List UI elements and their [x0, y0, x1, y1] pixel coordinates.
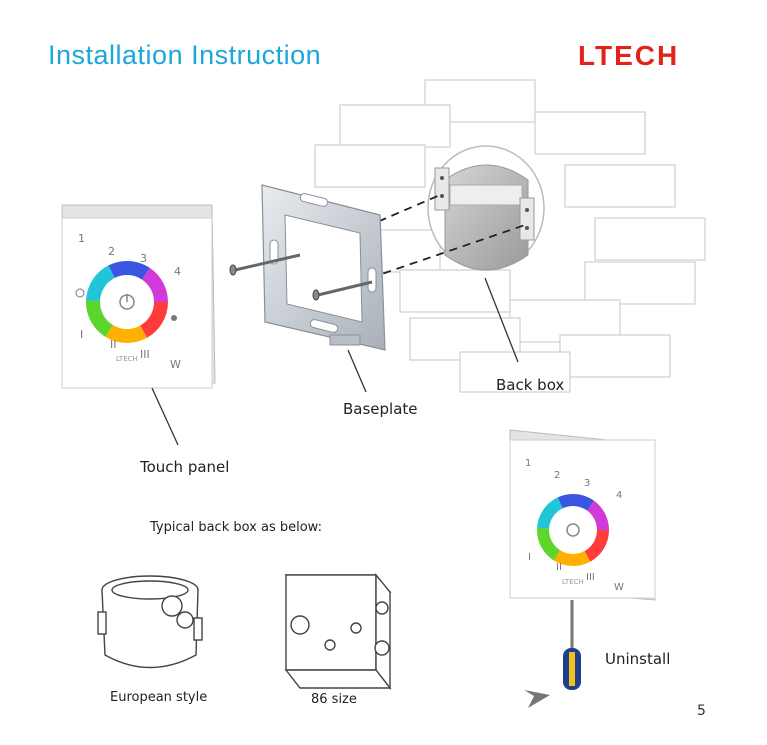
panel-zone-2: 2 [108, 245, 115, 258]
panel-brand: LTECH [116, 355, 138, 363]
86-size-caption: 86 size [311, 692, 357, 707]
european-back-box-illustration [98, 576, 202, 668]
back-box-label: Back box [496, 376, 564, 394]
panel2-numeral-2: II [556, 562, 562, 573]
panel2-numeral-w: W [614, 582, 624, 593]
touch-panel-uninstall [510, 430, 655, 600]
typical-back-box-note: Typical back box as below: [150, 520, 322, 535]
uninstall-label: Uninstall [605, 650, 670, 668]
baseplate-label: Baseplate [343, 400, 418, 418]
panel-numeral-1: I [80, 328, 83, 341]
panel2-numeral-3: III [586, 572, 595, 583]
touch-panel-label: Touch panel [140, 458, 229, 476]
panel2-brand: LTECH [562, 578, 584, 586]
page-number: 5 [697, 703, 706, 719]
baseplate [262, 185, 385, 350]
panel-zone-1: 1 [78, 232, 85, 245]
panel-numeral-3: III [140, 348, 150, 361]
back-box [428, 146, 544, 270]
european-style-caption: European style [110, 690, 207, 705]
panel2-zone-1: 1 [525, 458, 531, 469]
panel-numeral-2: II [110, 338, 117, 351]
86-size-back-box-illustration [286, 575, 390, 688]
screwdriver-icon [524, 600, 581, 708]
panel2-zone-3: 3 [584, 478, 590, 489]
panel-numeral-w: W [170, 358, 181, 371]
panel2-zone-2: 2 [554, 470, 560, 481]
panel-zone-3: 3 [140, 252, 147, 265]
panel2-numeral-1: I [528, 552, 531, 563]
panel2-zone-4: 4 [616, 490, 622, 501]
panel-zone-4: 4 [174, 265, 181, 278]
